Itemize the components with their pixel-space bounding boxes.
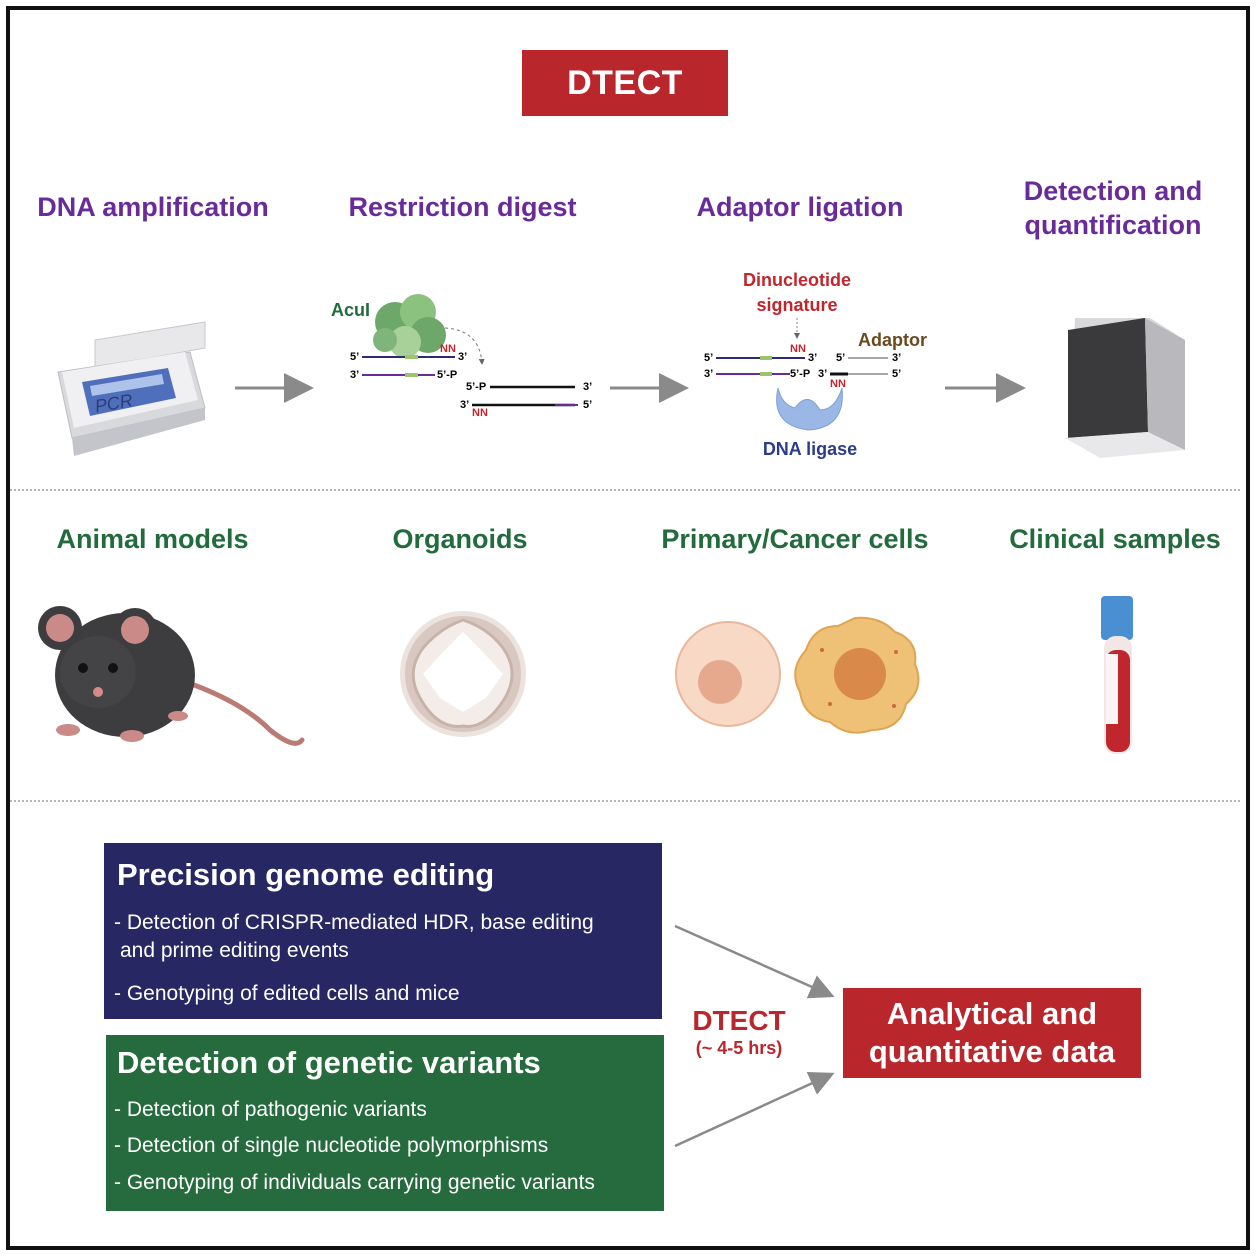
blood-tube-icon — [1101, 596, 1133, 754]
variants-item-1: - Detection of pathogenic variants — [114, 1098, 427, 1121]
result-line1: Analytical and — [886, 996, 1098, 1031]
step-title-detection-line1: Detection and — [1023, 176, 1203, 206]
digest-5p-bottom: 5’-P — [437, 369, 457, 381]
precision-editing-box: Precision genome editing - Detection of … — [104, 843, 662, 1019]
ligation-nn-bottom: NN — [830, 378, 846, 390]
step-title-dna-amplification: DNA amplification — [37, 192, 269, 222]
result-box: Analytical and quantitative data — [843, 988, 1141, 1078]
digest-3prime-fragment2: 3’ — [460, 399, 469, 411]
step-title-adaptor-ligation: Adaptor ligation — [696, 192, 904, 222]
step-title-detection: Detection and quantification — [1000, 174, 1226, 242]
sample-title-animal: Animal models — [56, 524, 249, 554]
digest-3prime-top: 3’ — [458, 351, 467, 363]
cancer-cell-icon — [794, 616, 920, 734]
signature-line1: Dinucleotide — [743, 270, 851, 290]
sample-title-clinical: Clinical samples — [1009, 524, 1221, 554]
dtect-center-label: DTECT (~ 4-5 hrs) — [675, 1005, 803, 1059]
convergence-arrows — [674, 924, 835, 1148]
adaptor-3prime: 3’ — [892, 352, 901, 364]
dtect-center-time: (~ 4-5 hrs) — [695, 1038, 783, 1058]
precision-item-2: - Genotyping of edited cells and mice — [114, 982, 460, 1005]
step-title-detection-line2: quantification — [1024, 210, 1202, 240]
precision-heading: Precision genome editing — [117, 857, 495, 892]
lig-5p-bottom: 5’-P — [790, 368, 810, 380]
digest-5prime-top: 5’ — [350, 351, 359, 363]
lig-5prime-top: 5’ — [704, 352, 713, 364]
adaptor-5prime: 5’ — [836, 352, 845, 364]
acui-enzyme-icon — [373, 294, 446, 358]
digest-nn-top: NN — [440, 343, 456, 355]
lig-3prime-bottom: 3’ — [704, 368, 713, 380]
precision-item-1-line2: and prime editing events — [120, 939, 349, 962]
digest-5prime-fragment2: 5’ — [583, 399, 592, 411]
divider-2 — [10, 800, 1240, 802]
adaptor-3prime-bottom: 3’ — [818, 368, 827, 380]
digest-3prime-fragment: 3’ — [583, 381, 592, 393]
sample-title-organoids: Organoids — [392, 524, 528, 554]
enzyme-label: AcuI — [331, 300, 370, 320]
ligation-nn-top: NN — [790, 343, 806, 355]
adaptor-5prime-bottom: 5’ — [892, 368, 901, 380]
organoid-icon — [400, 611, 526, 737]
precision-item-1-line1: - Detection of CRISPR-mediated HDR, base… — [114, 911, 594, 934]
lig-3prime-top: 3’ — [808, 352, 817, 364]
primary-cell-icon — [675, 621, 781, 727]
sample-title-cells: Primary/Cancer cells — [661, 524, 929, 554]
dna-ligase-icon — [776, 387, 843, 431]
signature-line2: signature — [756, 295, 837, 315]
variants-item-2: - Detection of single nucleotide polymor… — [114, 1134, 549, 1157]
ligase-label: DNA ligase — [763, 439, 857, 459]
detection-instrument-icon — [1065, 318, 1185, 458]
mouse-icon — [38, 606, 305, 746]
adaptor-ligation-diagram: Dinucleotide signature NN 5’ 3’ 3’ 5’-P … — [704, 270, 927, 459]
digest-3prime-bottom: 3’ — [350, 369, 359, 381]
restriction-digest-diagram: AcuI 5’ 3’ NN 3’ 5’-P 5’-P 3’ 3’ 5’ NN — [331, 294, 592, 419]
workflow-illustrations: PCR AcuI 5’ 3’ NN 3’ 5’-P 5’-P 3’ 3’ 5’ … — [57, 270, 1185, 459]
step-title-restriction-digest: Restriction digest — [348, 192, 577, 222]
digest-nn-bottom: NN — [472, 407, 488, 419]
genetic-variants-box: Detection of genetic variants - Detectio… — [106, 1035, 664, 1211]
pcr-machine-icon: PCR — [57, 321, 206, 456]
result-line2: quantitative data — [868, 1034, 1116, 1069]
sample-illustrations — [38, 596, 1133, 754]
digest-5p-fragment: 5’-P — [466, 381, 486, 393]
divider-1 — [10, 489, 1240, 491]
adaptor-label: Adaptor — [858, 330, 927, 350]
title-banner: DTECT — [522, 50, 728, 116]
variants-heading: Detection of genetic variants — [117, 1045, 541, 1080]
variants-item-3: - Genotyping of individuals carrying gen… — [114, 1171, 595, 1194]
dtect-center-title: DTECT — [692, 1005, 786, 1036]
